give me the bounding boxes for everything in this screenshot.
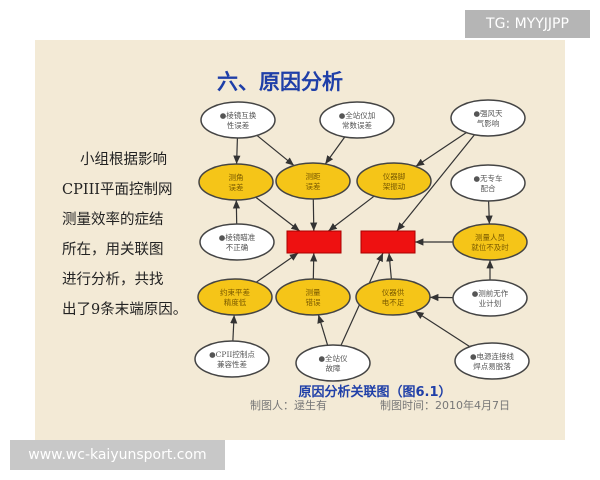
node-label: 仪器供 (382, 287, 405, 297)
node-label: 误差 (229, 182, 244, 192)
edge-D-R1 (255, 196, 301, 232)
node-label: 性误差 (227, 120, 250, 130)
edge-G-I (485, 200, 493, 225)
node-label: 配合 (481, 183, 496, 193)
slide-title: 六、原因分析 (217, 69, 343, 94)
node-label: 电不足 (382, 297, 405, 307)
problem-box-R1 (286, 230, 342, 254)
node-label: ●测前无作 (472, 288, 509, 298)
edge-A-E (256, 134, 295, 167)
node-label: 就位不及时 (471, 242, 509, 252)
description-line: 测量效率的症结 (62, 212, 164, 228)
node-label: 测角 (229, 172, 244, 182)
node-label: 气影响 (477, 118, 500, 128)
edge-E-R1 (310, 198, 318, 232)
node-label: ●电源连接线 (470, 351, 515, 361)
edge-N-J (230, 314, 238, 342)
node-label: ●全站仪 (318, 353, 348, 363)
problem-box-R2 (360, 230, 416, 254)
edge-B-E (324, 136, 346, 165)
node-label: 测量 (306, 288, 321, 297)
node-label: 精度低 (224, 297, 247, 307)
node-label: 焊点易脱落 (473, 361, 511, 371)
node-label: 架振动 (383, 181, 406, 191)
edge-C-F (415, 132, 467, 167)
edge-P-L (414, 310, 471, 348)
description-line: 所在，用关联图 (62, 242, 164, 258)
diagram-caption: 原因分析关联图（图6.1） (298, 385, 452, 400)
description-line: 小组根据影响 (80, 152, 167, 168)
node-label: 常数误差 (342, 120, 372, 130)
edge-A-D (233, 137, 241, 165)
description-line: 进行分析，共找 (62, 272, 164, 288)
watermark-bottom: www.wc-kaiyunsport.com (10, 440, 225, 470)
node-label: 测距 (306, 172, 321, 181)
description-line: CPIII平面控制网 (62, 182, 173, 198)
author-label: 制图人：逯生有 (250, 399, 327, 412)
description-line: 出了9条末端原因。 (62, 302, 188, 318)
node-label: ●全站仪加 (339, 110, 376, 120)
node-label: ●无专车 (473, 173, 503, 183)
watermark-top: TG: MYYJJPP (465, 10, 590, 38)
node-label: 不正确 (226, 242, 249, 252)
node-label: 测量人员 (475, 233, 505, 242)
node-label: 约束平差 (220, 287, 250, 297)
date-label: 制图时间：2010年4月7日 (380, 399, 510, 412)
node-label: 兼容性差 (217, 359, 247, 369)
node-label: 误差 (306, 181, 321, 191)
edge-O-K (317, 314, 329, 346)
node-label: ●CPII控制点 (209, 349, 255, 359)
node-label: 仪器脚 (383, 171, 406, 181)
node-label: ●强风天 (473, 109, 503, 118)
edge-J-R1 (255, 252, 299, 283)
node-label: 故障 (326, 363, 341, 373)
edge-C-R2 (396, 134, 475, 232)
edge-F-R1 (328, 195, 375, 232)
node-label: 业计划 (479, 298, 502, 308)
description-text: 小组根据影响 CPIII平面控制网 测量效率的症结 所在，用关联图 进行分析，共… (62, 145, 197, 325)
node-label: ●棱镜瞄准 (219, 232, 256, 242)
node-label: ●棱镜互换 (220, 110, 257, 120)
node-label: 错误 (306, 297, 321, 307)
edge-L-R2 (386, 252, 394, 280)
